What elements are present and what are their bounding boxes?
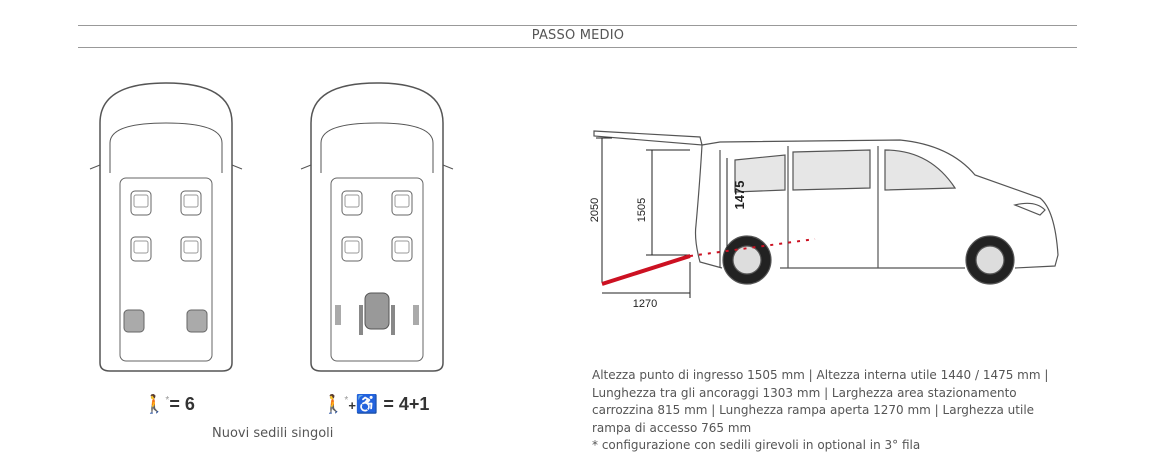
dim-1270: 1270 — [633, 298, 657, 310]
dimension-lines — [596, 137, 728, 298]
dim-1475: 1475 — [732, 181, 747, 210]
van-side-view — [593, 130, 1059, 285]
person-icon: 🚶 — [143, 394, 166, 414]
description: Altezza punto di ingresso 1505 mm | Alte… — [592, 367, 1062, 455]
dim-1505: 1505 — [636, 198, 648, 222]
config-6-seats: 🚶*= 6 — [143, 394, 195, 414]
specs-text: Altezza punto di ingresso 1505 mm | Alte… — [592, 368, 1049, 435]
dim-2050: 2050 — [589, 198, 601, 222]
footnote: * configurazione con sedili girevoli in … — [592, 438, 921, 452]
van-top-view-6-seats — [89, 82, 243, 372]
floor-line — [689, 238, 816, 257]
config-4-plus-1: 🚶*+♿ = 4+1 — [322, 394, 430, 414]
subtitle: Nuovi sedili singoli — [212, 426, 334, 441]
person-icon: 🚶 — [322, 394, 345, 414]
top-rule — [78, 25, 1077, 26]
wheelchair-icon: ♿ — [355, 394, 379, 414]
ramp — [601, 254, 691, 286]
section-title: PASSO MEDIO — [531, 28, 625, 43]
van-top-view-wheelchair — [300, 82, 454, 372]
title-rule — [78, 47, 1077, 48]
